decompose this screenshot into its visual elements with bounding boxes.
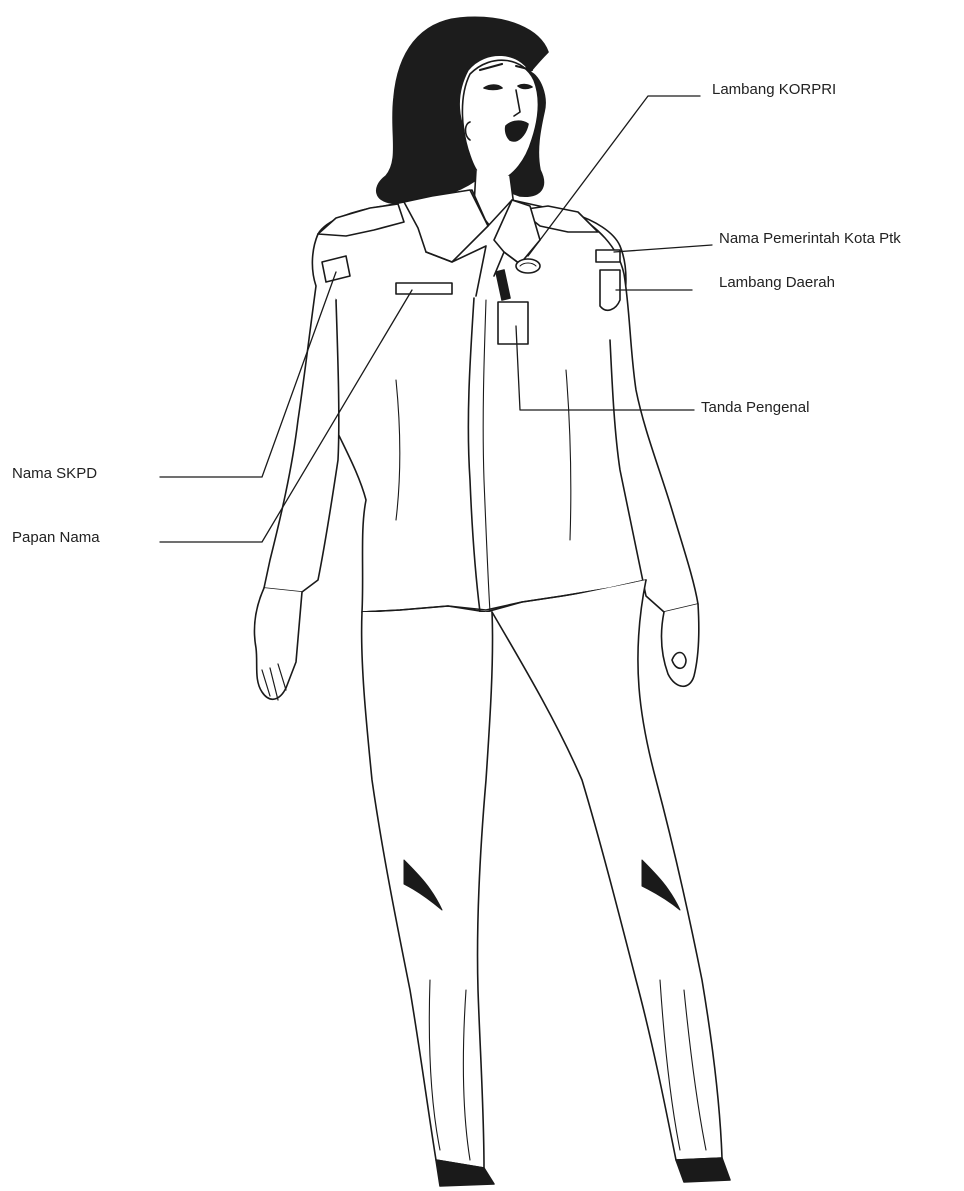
sleeve-left <box>264 234 339 592</box>
label-tanda-pengenal: Tanda Pengenal <box>701 400 809 415</box>
hand-right <box>661 604 698 686</box>
name-plate <box>396 283 452 294</box>
label-lambang-daerah: Lambang Daerah <box>719 275 835 290</box>
id-card <box>498 302 528 344</box>
eye-left <box>484 85 502 90</box>
label-nama-skpd: Nama SKPD <box>12 466 97 481</box>
hand-left <box>254 588 302 699</box>
shoe-right <box>676 1158 730 1182</box>
leader-nama-pemerintah-kota <box>614 245 712 252</box>
label-papan-nama: Papan Nama <box>12 530 100 545</box>
label-nama-pemerintah-kota: Nama Pemerintah Kota Ptk <box>719 231 901 246</box>
eye-right <box>518 85 532 89</box>
label-lambang-korpri: Lambang KORPRI <box>712 82 836 97</box>
